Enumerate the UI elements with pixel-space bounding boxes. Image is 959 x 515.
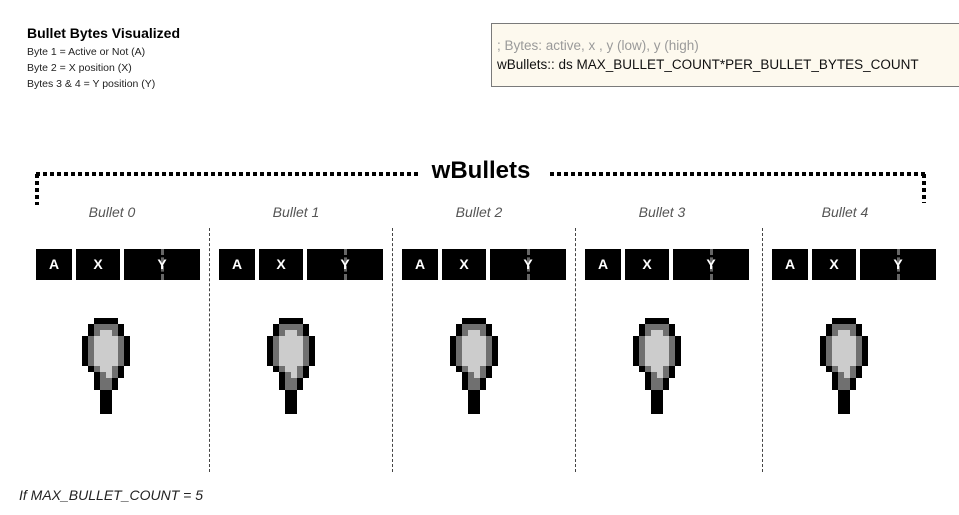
- byte-y-label: Y: [340, 256, 350, 272]
- byte-active: A: [585, 249, 621, 280]
- bullet-divider: [575, 228, 576, 472]
- byte-y: Y: [307, 249, 383, 280]
- bullet-sprite-svg: [633, 318, 681, 414]
- bullet-sprite-svg: [267, 318, 315, 414]
- byte-y-split: [897, 249, 900, 280]
- bullet-sprite-svg: [820, 318, 868, 414]
- bullet-sprite-icon: [450, 318, 510, 419]
- array-title: wBullets: [420, 156, 542, 186]
- bullet-label: Bullet 0: [88, 204, 136, 220]
- byte-y-label: Y: [523, 256, 533, 272]
- bullet-sprite-icon: [633, 318, 693, 419]
- bullet-bytes: A X Y: [402, 249, 570, 280]
- code-declaration: wBullets:: ds MAX_BULLET_COUNT*PER_BULLE…: [497, 57, 919, 72]
- bullet-label: Bullet 3: [638, 204, 686, 220]
- byte-y-split: [161, 249, 164, 280]
- byte-active: A: [36, 249, 72, 280]
- legend-title: Bullet Bytes Visualized: [27, 25, 181, 41]
- byte-y: Y: [124, 249, 200, 280]
- bullet-sprite-svg: [82, 318, 130, 414]
- byte-active: A: [402, 249, 438, 280]
- bullet-sprite-icon: [82, 318, 142, 419]
- byte-y: Y: [490, 249, 566, 280]
- bullet-bytes: A X Y: [772, 249, 940, 280]
- bullet-bytes: A X Y: [36, 249, 204, 280]
- byte-y: Y: [860, 249, 936, 280]
- bullet-divider: [762, 228, 763, 472]
- legend-line-byte1: Byte 1 = Active or Not (A): [27, 46, 146, 58]
- byte-x: X: [812, 249, 856, 280]
- byte-y: Y: [673, 249, 749, 280]
- byte-x: X: [76, 249, 120, 280]
- byte-active: A: [219, 249, 255, 280]
- legend: Bullet Bytes Visualized Byte 1 = Active …: [27, 25, 180, 92]
- code-comment: ; Bytes: active, x , y (low), y (high): [497, 38, 699, 53]
- byte-y-split: [710, 249, 713, 280]
- byte-y-label: Y: [893, 256, 903, 272]
- bullet-sprite-icon: [267, 318, 327, 419]
- byte-y-label: Y: [157, 256, 167, 272]
- byte-y-split: [344, 249, 347, 280]
- byte-active: A: [772, 249, 808, 280]
- bullet-label: Bullet 2: [455, 204, 503, 220]
- bullet-sprite-svg: [450, 318, 498, 414]
- bullet-divider: [392, 228, 393, 472]
- bullet-label: Bullet 1: [272, 204, 320, 220]
- bullet-bytes: A X Y: [585, 249, 753, 280]
- footnote: If MAX_BULLET_COUNT = 5: [19, 487, 204, 503]
- byte-y-label: Y: [706, 256, 716, 272]
- bullet-sprite-icon: [820, 318, 880, 419]
- byte-y-split: [527, 249, 530, 280]
- byte-x: X: [259, 249, 303, 280]
- legend-line-byte34: Bytes 3 & 4 = Y position (Y): [27, 78, 156, 90]
- code-snippet: ; Bytes: active, x , y (low), y (high) w…: [491, 23, 959, 87]
- legend-line-byte2: Byte 2 = X position (X): [27, 62, 132, 74]
- bullet-label: Bullet 4: [821, 204, 869, 220]
- bullet-divider: [209, 228, 210, 472]
- byte-x: X: [625, 249, 669, 280]
- bullet-bytes: A X Y: [219, 249, 387, 280]
- byte-x: X: [442, 249, 486, 280]
